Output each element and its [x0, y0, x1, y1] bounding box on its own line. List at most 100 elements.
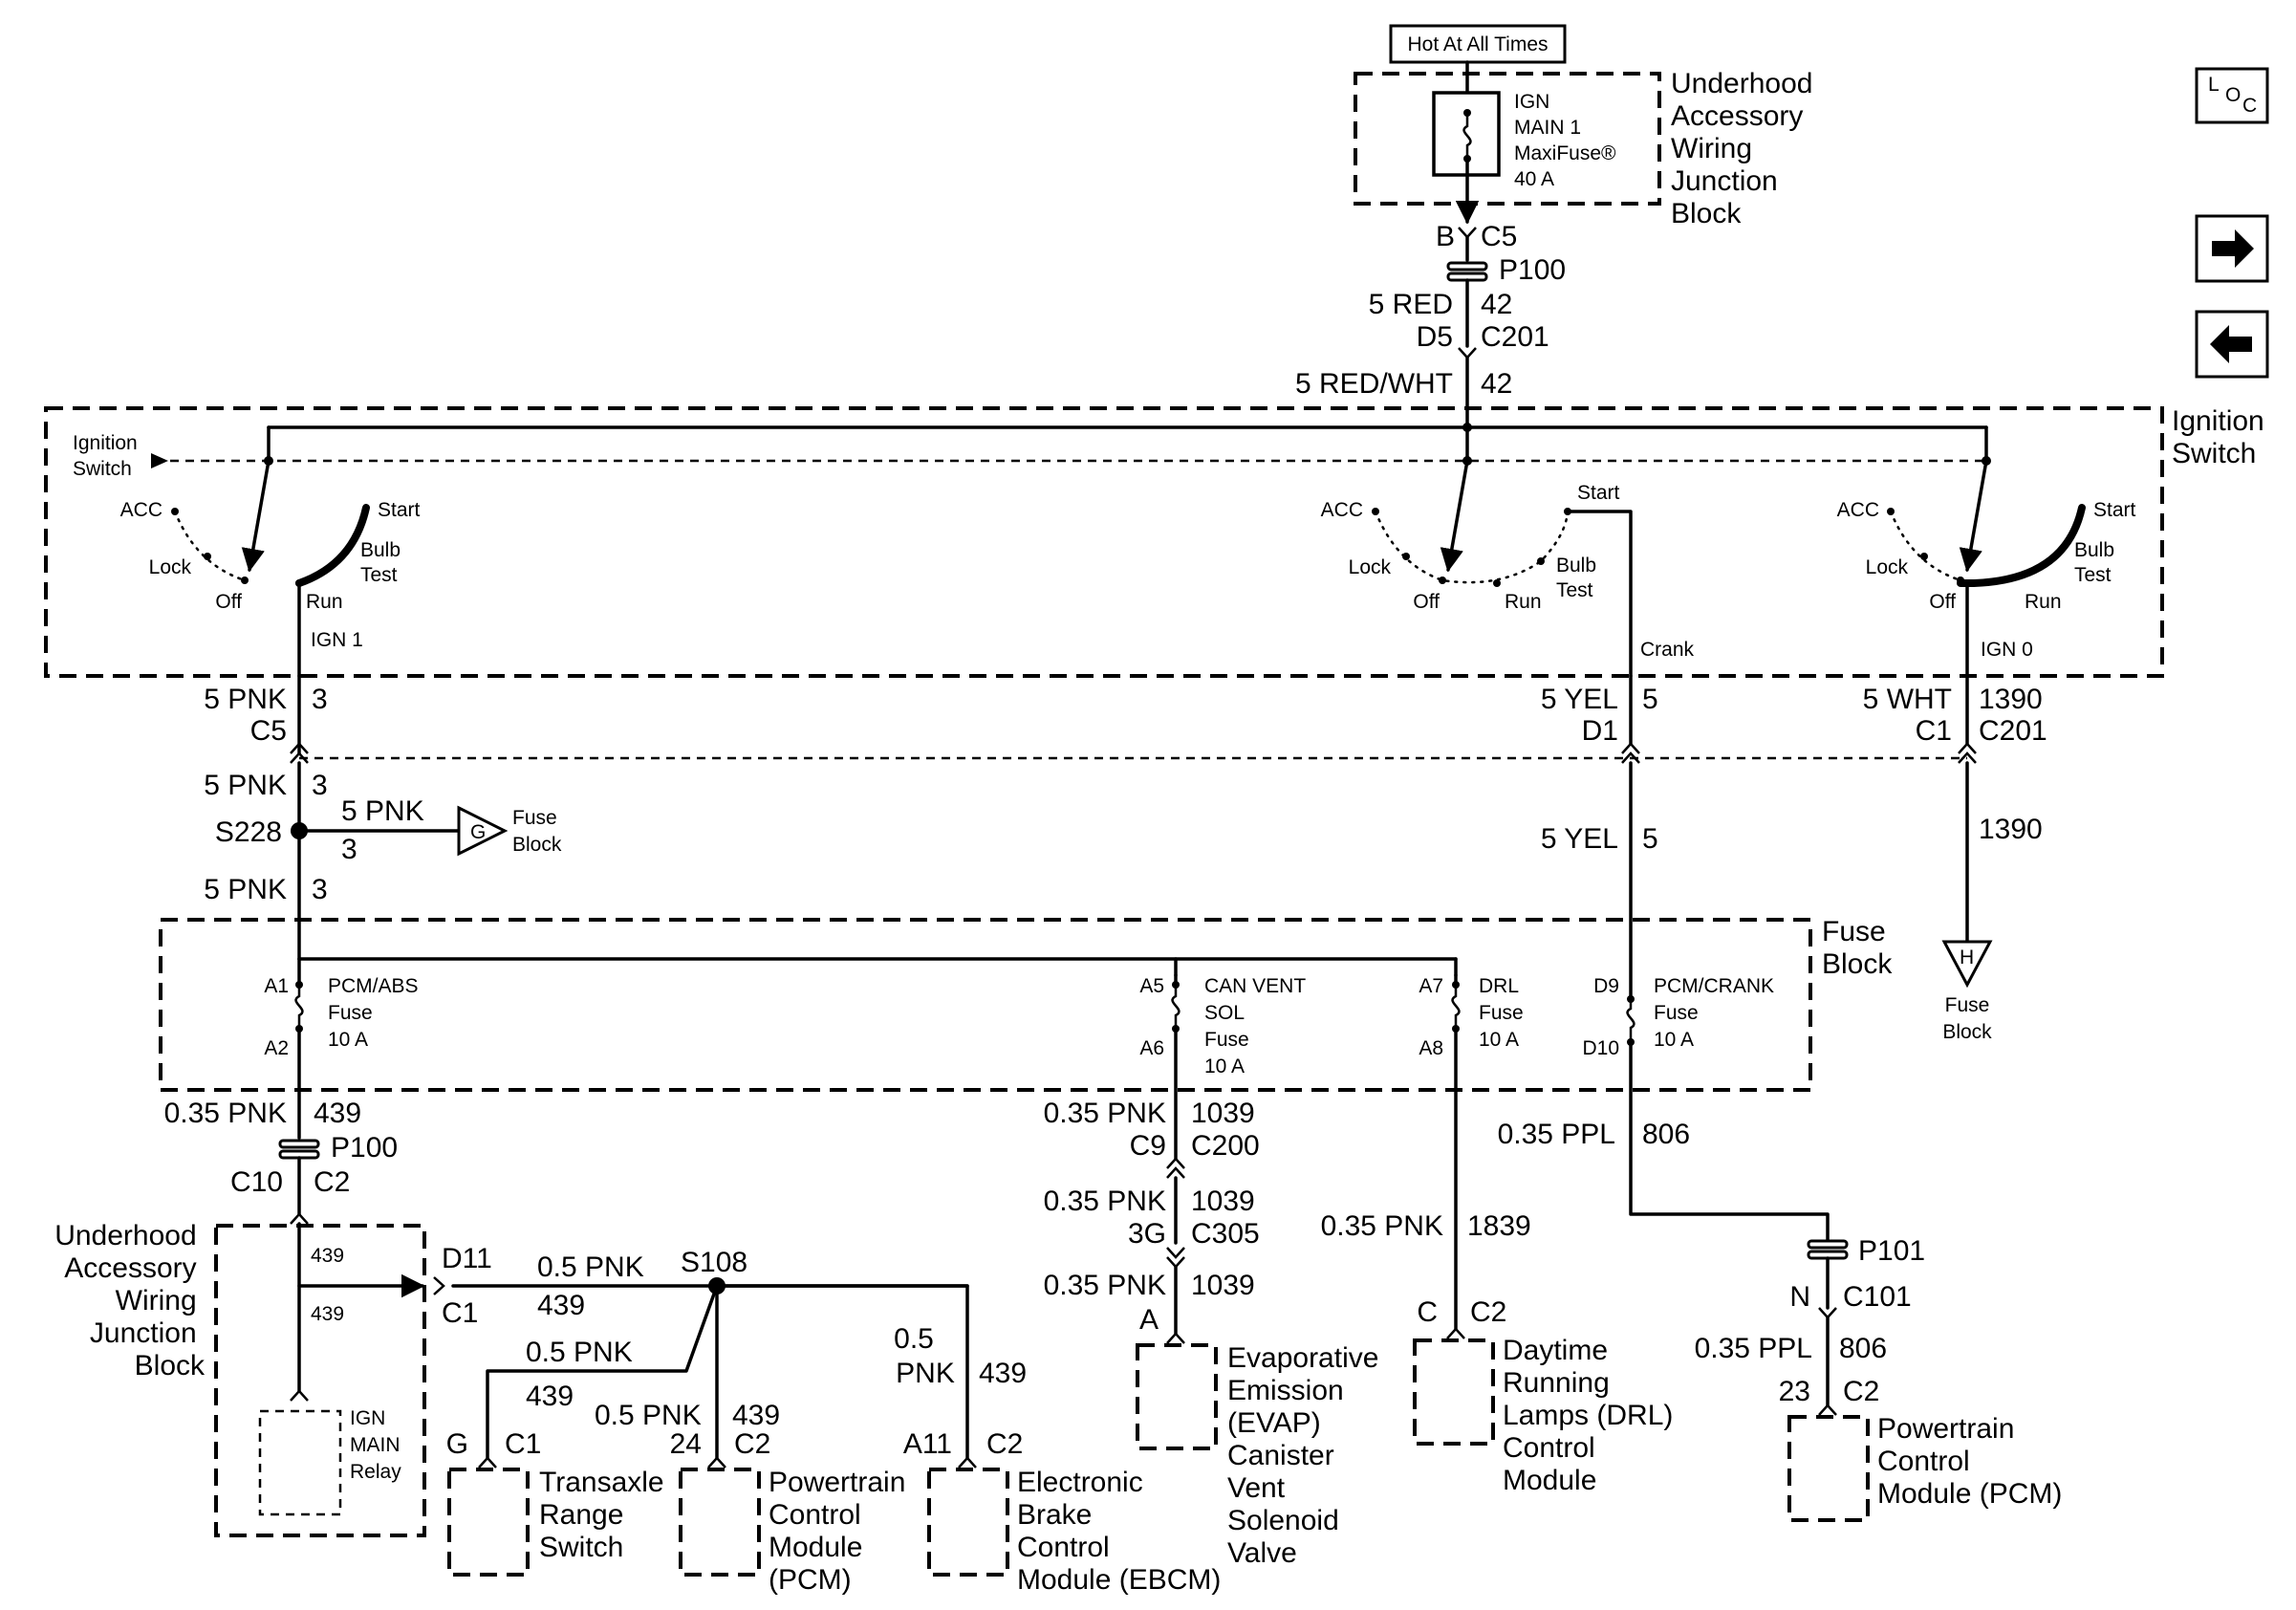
svg-text:D9: D9 — [1593, 975, 1619, 997]
svg-text:Start: Start — [2093, 499, 2136, 521]
ignition-switch-link-label: Ignition Switch — [73, 432, 143, 480]
svg-text:C201: C201 — [1979, 715, 2047, 747]
svg-text:0.35 PNK: 0.35 PNK — [1044, 1098, 1166, 1129]
svg-text:C1: C1 — [442, 1297, 478, 1329]
svg-text:Off: Off — [1929, 591, 1956, 613]
svg-text:A6: A6 — [1139, 1037, 1164, 1059]
ign-main-1-maxifuse: IGN MAIN 1 MaxiFuse® 40 A — [1432, 60, 1621, 225]
svg-text:C: C — [1417, 1296, 1438, 1328]
svg-text:Lock: Lock — [1349, 556, 1392, 578]
svg-text:P101: P101 — [1858, 1235, 1925, 1267]
svg-text:IGN MAIN 1 MaxiFus: IGN MAIN 1 MaxiFuse® 40 A — [1514, 91, 1621, 190]
svg-text:H: H — [1960, 946, 1974, 968]
svg-text:0.35 PNK: 0.35 PNK — [1321, 1210, 1443, 1242]
ignition-switch-title: Ignition Switch — [2172, 405, 2272, 469]
connector-d11-c1: D11 C1 — [433, 1243, 492, 1329]
location-icon[interactable]: L O C — [2195, 67, 2269, 124]
crank-pcm-branch: 0.35 PPL 806 P101 N C101 0.35 PPL 806 23… — [1498, 1040, 2062, 1522]
previous-page-arrow-icon[interactable] — [2195, 310, 2269, 379]
svg-text:C1: C1 — [505, 1428, 541, 1460]
pass-through-p100-lower: P100 C10 C2 — [230, 1132, 398, 1225]
svg-text:P100: P100 — [1499, 254, 1566, 286]
svg-text:N: N — [1789, 1281, 1810, 1313]
svg-text:D10: D10 — [1582, 1037, 1619, 1059]
svg-text:C9: C9 — [1130, 1130, 1166, 1162]
svg-text:Off: Off — [215, 591, 242, 613]
svg-text:0.5 PNK: 0.5 PNK — [537, 1251, 644, 1283]
svg-text:Lock: Lock — [1866, 556, 1909, 578]
svg-text:0.35 PPL: 0.35 PPL — [1695, 1333, 1812, 1364]
next-page-arrow-icon[interactable] — [2195, 214, 2269, 283]
ignition-switch-box: Ignition Switch Ignition Switch — [44, 405, 2272, 678]
wire-5-pnk-label: 5 PNK — [204, 874, 287, 905]
evap-branch: 0.35 PNK 1039 C9 C200 0.35 PNK 1039 3G C… — [1044, 1027, 1387, 1569]
svg-text:C201: C201 — [1481, 321, 1549, 353]
svg-text:Hot At All Times: Hot At All Times — [1407, 33, 1548, 55]
svg-text:Run: Run — [2025, 591, 2062, 613]
pcm-box-right — [1787, 1415, 1870, 1522]
svg-text:5 YEL: 5 YEL — [1541, 823, 1618, 855]
svg-text:C2: C2 — [1470, 1296, 1506, 1328]
hot-at-all-times-label: Hot At All Times — [1389, 24, 1567, 64]
svg-text:C1: C1 — [1916, 715, 1952, 747]
svg-text:5 RED/WHT: 5 RED/WHT — [1295, 368, 1453, 400]
svg-text:C2: C2 — [1843, 1376, 1879, 1407]
wire-5-red-42: 5 RED 42 D5 C201 — [1369, 278, 1549, 359]
svg-text:24: 24 — [670, 1428, 702, 1460]
svg-text:A7: A7 — [1419, 975, 1443, 997]
svg-text:C: C — [2242, 95, 2257, 117]
svg-text:3G: 3G — [1128, 1218, 1166, 1250]
svg-text:Off: Off — [1413, 591, 1440, 613]
svg-text:G: G — [470, 821, 486, 843]
drl-module-box — [1413, 1338, 1495, 1446]
svg-text:Start: Start — [378, 499, 421, 521]
svg-text:5: 5 — [1642, 684, 1658, 715]
svg-text:Crank: Crank — [1640, 639, 1695, 661]
svg-text:0.35 PPL: 0.35 PPL — [1498, 1119, 1615, 1150]
svg-text:1039: 1039 — [1191, 1186, 1255, 1217]
svg-text:A8: A8 — [1419, 1037, 1443, 1059]
svg-text:C2: C2 — [986, 1428, 1023, 1460]
svg-text:Daytime Running La: Daytime Running Lamps (DRL) Control Modu… — [1503, 1335, 1681, 1496]
connector-c5-top: B C5 — [1436, 221, 1517, 262]
svg-text:C2: C2 — [314, 1166, 350, 1198]
splice-s228: S228 — [215, 816, 308, 848]
svg-text:439: 439 — [732, 1400, 780, 1431]
svg-text:5 RED: 5 RED — [1369, 289, 1453, 320]
svg-text:3: 3 — [312, 770, 328, 801]
svg-text:S228: S228 — [215, 816, 282, 848]
svg-text:IGN 1: IGN 1 — [311, 629, 363, 651]
svg-text:Evaporative Emission: Evaporative Emission (EVAP) Canister Ven… — [1227, 1342, 1387, 1569]
svg-text:1039: 1039 — [1191, 1270, 1255, 1301]
svg-text:1839: 1839 — [1467, 1210, 1531, 1242]
svg-text:42: 42 — [1481, 289, 1512, 320]
underhood-junction-block-bottom: Underhood Accessory Wiring Junction Bloc… — [54, 1220, 426, 1537]
svg-text:IGN 0: IGN 0 — [1981, 639, 2033, 661]
svg-text:C305: C305 — [1191, 1218, 1260, 1250]
svg-text:Run: Run — [1505, 591, 1542, 613]
wire-5-red-wht-42: 5 RED/WHT 42 — [1295, 356, 1512, 432]
svg-text:0.35 PNK: 0.35 PNK — [1044, 1270, 1166, 1301]
uhjb-title: Underhood Accessory Wiring Junction Bloc… — [1671, 68, 1821, 229]
svg-text:5: 5 — [1642, 823, 1658, 855]
svg-text:0.5 PNK: 0.5 PNK — [595, 1400, 702, 1431]
